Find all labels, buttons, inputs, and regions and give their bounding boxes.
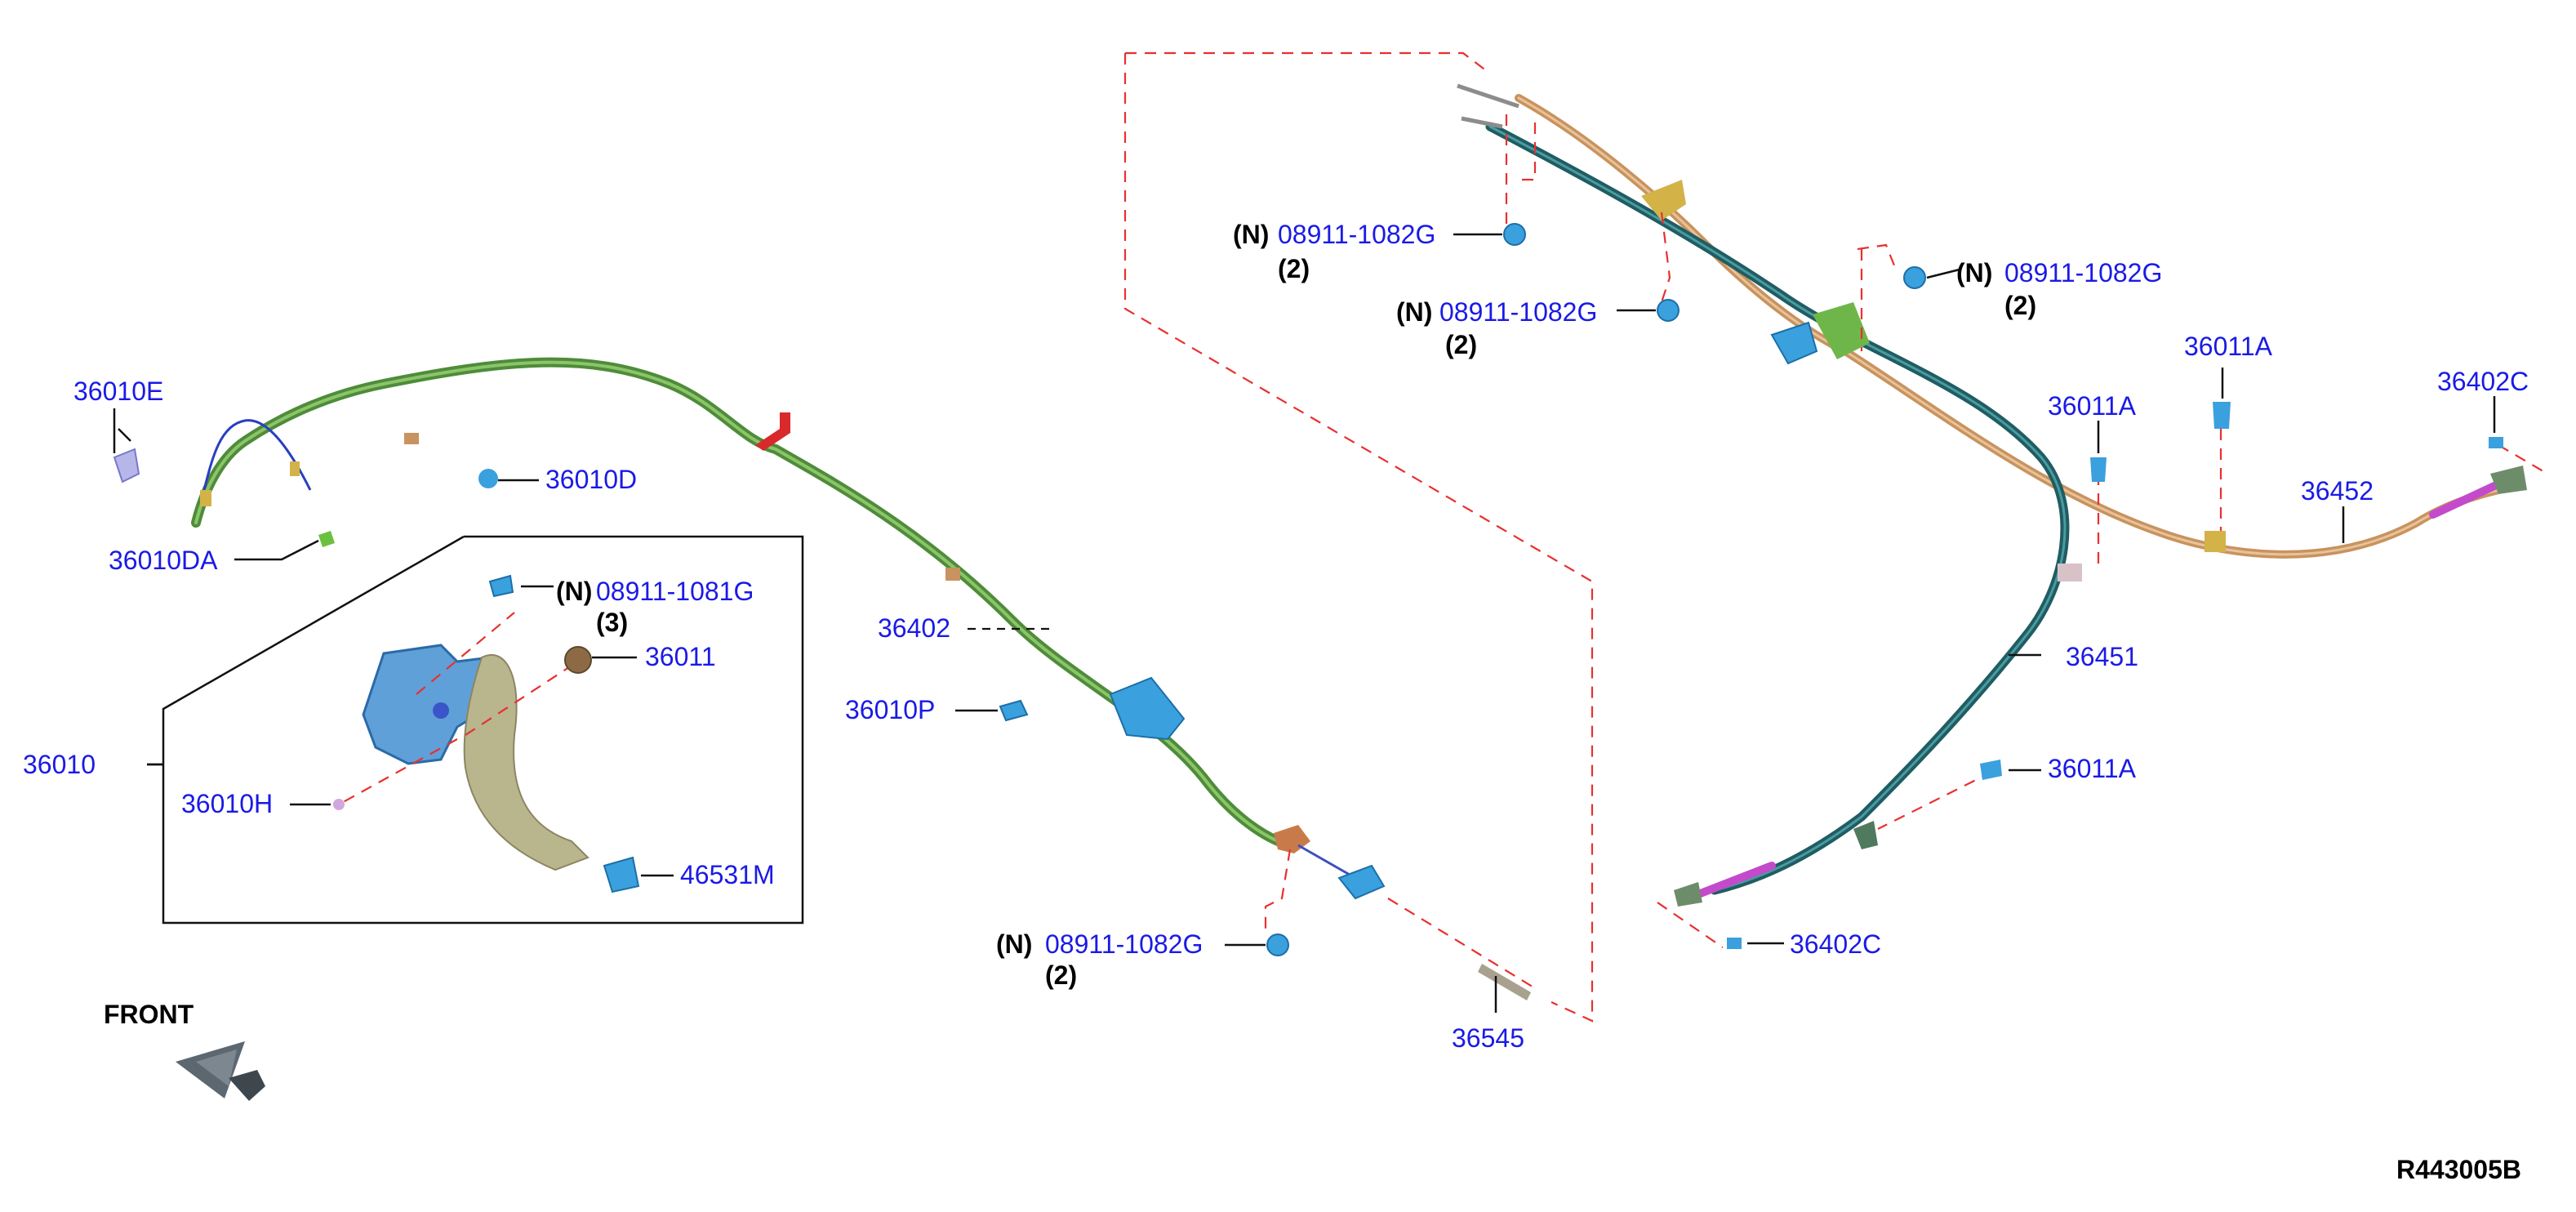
tan-clip bbox=[2205, 531, 2226, 552]
parking-brake-pedal-assembly bbox=[362, 644, 500, 765]
cable-bracket bbox=[1109, 676, 1186, 741]
fasteners bbox=[999, 223, 2503, 956]
36402c-clip-top bbox=[2489, 437, 2503, 448]
callout-36011[interactable]: 36011 bbox=[645, 642, 716, 671]
nut-1082g-top2 bbox=[1657, 299, 1680, 322]
leader-lines bbox=[113, 233, 2496, 1013]
36011-fitting bbox=[564, 646, 592, 674]
callout-36545[interactable]: 36545 bbox=[1452, 1023, 1524, 1053]
nut-1082g-top1 bbox=[1503, 223, 1526, 246]
n-marker-1082g-right: (N) bbox=[1956, 258, 1992, 287]
qty-1082g-bottom: (2) bbox=[1045, 960, 1077, 990]
front-indicator: FRONT bbox=[104, 1000, 265, 1101]
nut-1081g bbox=[488, 574, 514, 598]
callout-08911-1081g[interactable]: 08911-1081G bbox=[596, 577, 754, 606]
callout-08911-1082g-top1[interactable]: 08911-1082G bbox=[1278, 220, 1435, 249]
pedal-assembly-inset bbox=[147, 535, 804, 925]
callout-36451[interactable]: 36451 bbox=[2066, 642, 2138, 671]
callout-36010d[interactable]: 36010D bbox=[545, 465, 637, 494]
cable-end bbox=[1478, 964, 1531, 1000]
cable-clip bbox=[945, 568, 960, 581]
qty-1082g-top2: (2) bbox=[1445, 330, 1477, 359]
nut-1082g-bottom bbox=[1266, 934, 1289, 956]
center-bracket-blue bbox=[1770, 321, 1818, 365]
front-cable-fittings bbox=[113, 433, 498, 547]
callout-36452[interactable]: 36452 bbox=[2301, 476, 2374, 506]
exploded-view-outline bbox=[1123, 51, 1594, 1023]
equalizer-bracket bbox=[1337, 864, 1386, 900]
red-bracket bbox=[755, 412, 790, 451]
center-bracket bbox=[1813, 302, 1870, 359]
callout-36011a-c[interactable]: 36011A bbox=[2048, 754, 2137, 783]
callout-labels: 36010E 36010D 36010DA (N) 08911-1081G (3… bbox=[23, 220, 2529, 1053]
callout-36011a-a[interactable]: 36011A bbox=[2048, 391, 2137, 421]
callout-08911-1082g-bottom[interactable]: 08911-1082G bbox=[1045, 929, 1203, 959]
n-marker-1082g-top2: (N) bbox=[1396, 297, 1432, 327]
n-marker-1082g-top1: (N) bbox=[1233, 220, 1269, 249]
teal-clip bbox=[2058, 564, 2082, 581]
callout-36010p[interactable]: 36010P bbox=[845, 695, 935, 724]
nut-1082g-right bbox=[1903, 266, 1926, 289]
46531m-pad bbox=[603, 856, 640, 893]
diagram-code: R443005B bbox=[2396, 1155, 2521, 1184]
callout-46531m[interactable]: 46531M bbox=[680, 860, 775, 889]
callout-08911-1082g-right[interactable]: 08911-1082G bbox=[2004, 258, 2162, 287]
36011a-clip-c bbox=[1980, 760, 2002, 780]
36402c-clip-bottom bbox=[1727, 938, 1742, 949]
callout-36011a-b[interactable]: 36011A bbox=[2184, 332, 2273, 361]
front-cable bbox=[191, 357, 1531, 1000]
qty-1082g-right: (2) bbox=[2004, 291, 2036, 320]
callout-36010da[interactable]: 36010DA bbox=[109, 546, 218, 575]
rear-cables bbox=[1457, 83, 2527, 907]
upper-bracket bbox=[1641, 180, 1686, 221]
36010p-clip bbox=[999, 699, 1029, 722]
callout-36010e[interactable]: 36010E bbox=[73, 377, 163, 406]
callout-36402c-top[interactable]: 36402C bbox=[2437, 367, 2529, 396]
36011a-clip-a bbox=[2090, 457, 2107, 482]
callout-36402c-bottom[interactable]: 36402C bbox=[1790, 929, 1881, 959]
36010h-pin bbox=[333, 799, 345, 810]
front-label: FRONT bbox=[104, 1000, 194, 1029]
callout-36010[interactable]: 36010 bbox=[23, 750, 96, 779]
callout-36402[interactable]: 36402 bbox=[878, 613, 950, 643]
front-arrow-icon bbox=[176, 1041, 265, 1101]
qty-1081g: (3) bbox=[596, 608, 628, 637]
n-marker-1082g-bottom: (N) bbox=[996, 929, 1032, 959]
rear-dashed-guides bbox=[1264, 114, 2548, 989]
36011a-clip-b bbox=[2213, 402, 2231, 429]
callout-36010h[interactable]: 36010H bbox=[181, 789, 273, 818]
n-marker-1081g: (N) bbox=[556, 577, 592, 606]
callout-08911-1082g-top2[interactable]: 08911-1082G bbox=[1439, 297, 1597, 327]
qty-1082g-top1: (2) bbox=[1278, 254, 1310, 283]
